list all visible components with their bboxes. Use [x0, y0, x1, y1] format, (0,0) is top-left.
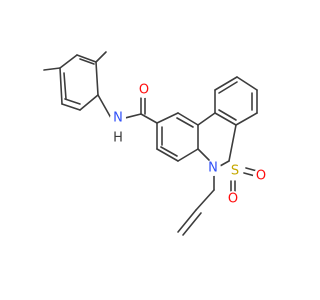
atom-o2: O [253, 168, 269, 184]
atom-n1: N [110, 110, 126, 126]
oxygen-label: O [256, 169, 266, 184]
bond [177, 209, 197, 233]
molecule-structure-diagram: O N H N S O O [0, 0, 300, 300]
nitrogen-label: N [113, 111, 123, 126]
nitrogen-label: N [208, 161, 218, 176]
bond [43, 67, 61, 71]
bond [79, 58, 95, 65]
atom-h1: H [111, 131, 125, 146]
atom-o3: O [225, 191, 241, 207]
bond [63, 72, 67, 100]
bond [214, 112, 237, 126]
bond [177, 148, 199, 162]
bond [245, 167, 258, 172]
bond [214, 76, 238, 91]
bond [79, 94, 99, 111]
diagram-background [0, 0, 300, 300]
bond [197, 148, 210, 161]
oxygen-label: O [228, 192, 238, 207]
atom-label-layer: O N H N S O O [110, 82, 269, 207]
bond [218, 109, 237, 121]
bond [236, 76, 258, 91]
bond [95, 51, 107, 63]
bond [228, 124, 237, 162]
bond [59, 54, 78, 69]
bond [235, 112, 258, 126]
atom-n2: N [205, 160, 221, 176]
atom-s1: S [227, 163, 243, 179]
bond [197, 112, 216, 126]
bond [76, 54, 97, 63]
sulfur-label: S [231, 164, 239, 179]
bond [195, 189, 215, 211]
bond [64, 98, 81, 105]
bond [160, 146, 178, 157]
bond-layer [43, 51, 258, 236]
bond [140, 113, 158, 124]
bond [219, 160, 230, 167]
bond [177, 112, 199, 126]
atom-o1: O [136, 82, 152, 98]
bond [97, 94, 112, 119]
bond [182, 212, 202, 236]
bond [176, 117, 194, 128]
bond [156, 112, 179, 124]
oxygen-label: O [139, 83, 149, 98]
bond [218, 81, 238, 94]
bond [59, 67, 63, 105]
bond [156, 148, 179, 162]
bond [95, 61, 99, 96]
bond [124, 113, 142, 119]
hydrogen-label: H [113, 131, 123, 146]
bond [61, 103, 81, 111]
